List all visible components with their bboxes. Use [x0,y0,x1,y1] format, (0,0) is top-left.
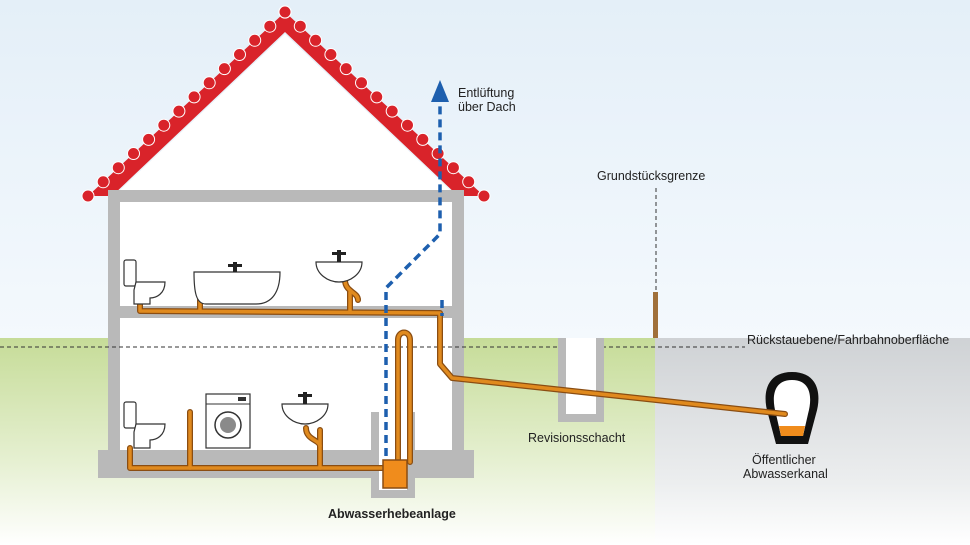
inspection-shaft-label: Revisionsschacht [528,431,626,445]
roof-tile [187,90,201,104]
roof-tile [142,132,156,146]
roof-tile [477,189,491,203]
bathtub [193,262,281,305]
drain-pipes [127,277,788,471]
vent-arrow-icon [431,80,449,102]
gable [116,34,454,194]
lifting-station-label: Abwasserhebeanlage [328,507,456,521]
sewer-label-line1: Öffentlicher [752,453,816,467]
upper-sink [315,250,363,283]
roof-tiles [81,5,491,203]
property-boundary-label: Grundstücksgrenze [597,169,705,183]
public-sewer [765,372,819,444]
roof-tile [111,161,125,175]
roof-tile [157,118,171,132]
sewer-label-line2: Abwasserkanal [743,467,828,481]
roof-tile [278,5,292,19]
ground-road [655,338,970,545]
roof-tile [355,76,368,90]
upper-room [120,202,452,306]
roof-tile [263,19,277,33]
lifting-station-box [382,459,408,489]
roof-tile [431,147,445,160]
roof-tile [248,33,262,47]
roof-tile [324,48,338,61]
vent-label-line2: über Dach [458,100,516,114]
roof-tile [446,161,460,175]
washing-machine [205,393,251,449]
roof-tile [401,118,414,132]
backflow-level-label: Rückstauebene/Fahrbahnoberfläche [747,333,949,347]
vent-pipe [384,104,444,456]
roof-tile [127,147,140,160]
property-boundary-post [653,292,658,338]
vent-label-line1: Entlüftung [458,86,514,100]
roof-tile [462,175,476,189]
basement-toilet [123,401,166,449]
roof-tile [172,104,186,118]
roof-tile [370,90,384,104]
basement-sink [281,392,329,425]
roof-tile [339,62,353,76]
roof-tile [385,104,399,118]
upper-toilet [123,259,166,305]
roof-tile [309,33,323,47]
roof-tile [233,48,246,61]
roof-tile [217,62,231,76]
roof-tile [293,19,307,33]
roof-tile [416,132,430,146]
roof-tile [202,76,216,90]
roof-tile [81,189,95,203]
inspection-shaft [558,338,604,422]
roof-tile [96,175,110,189]
